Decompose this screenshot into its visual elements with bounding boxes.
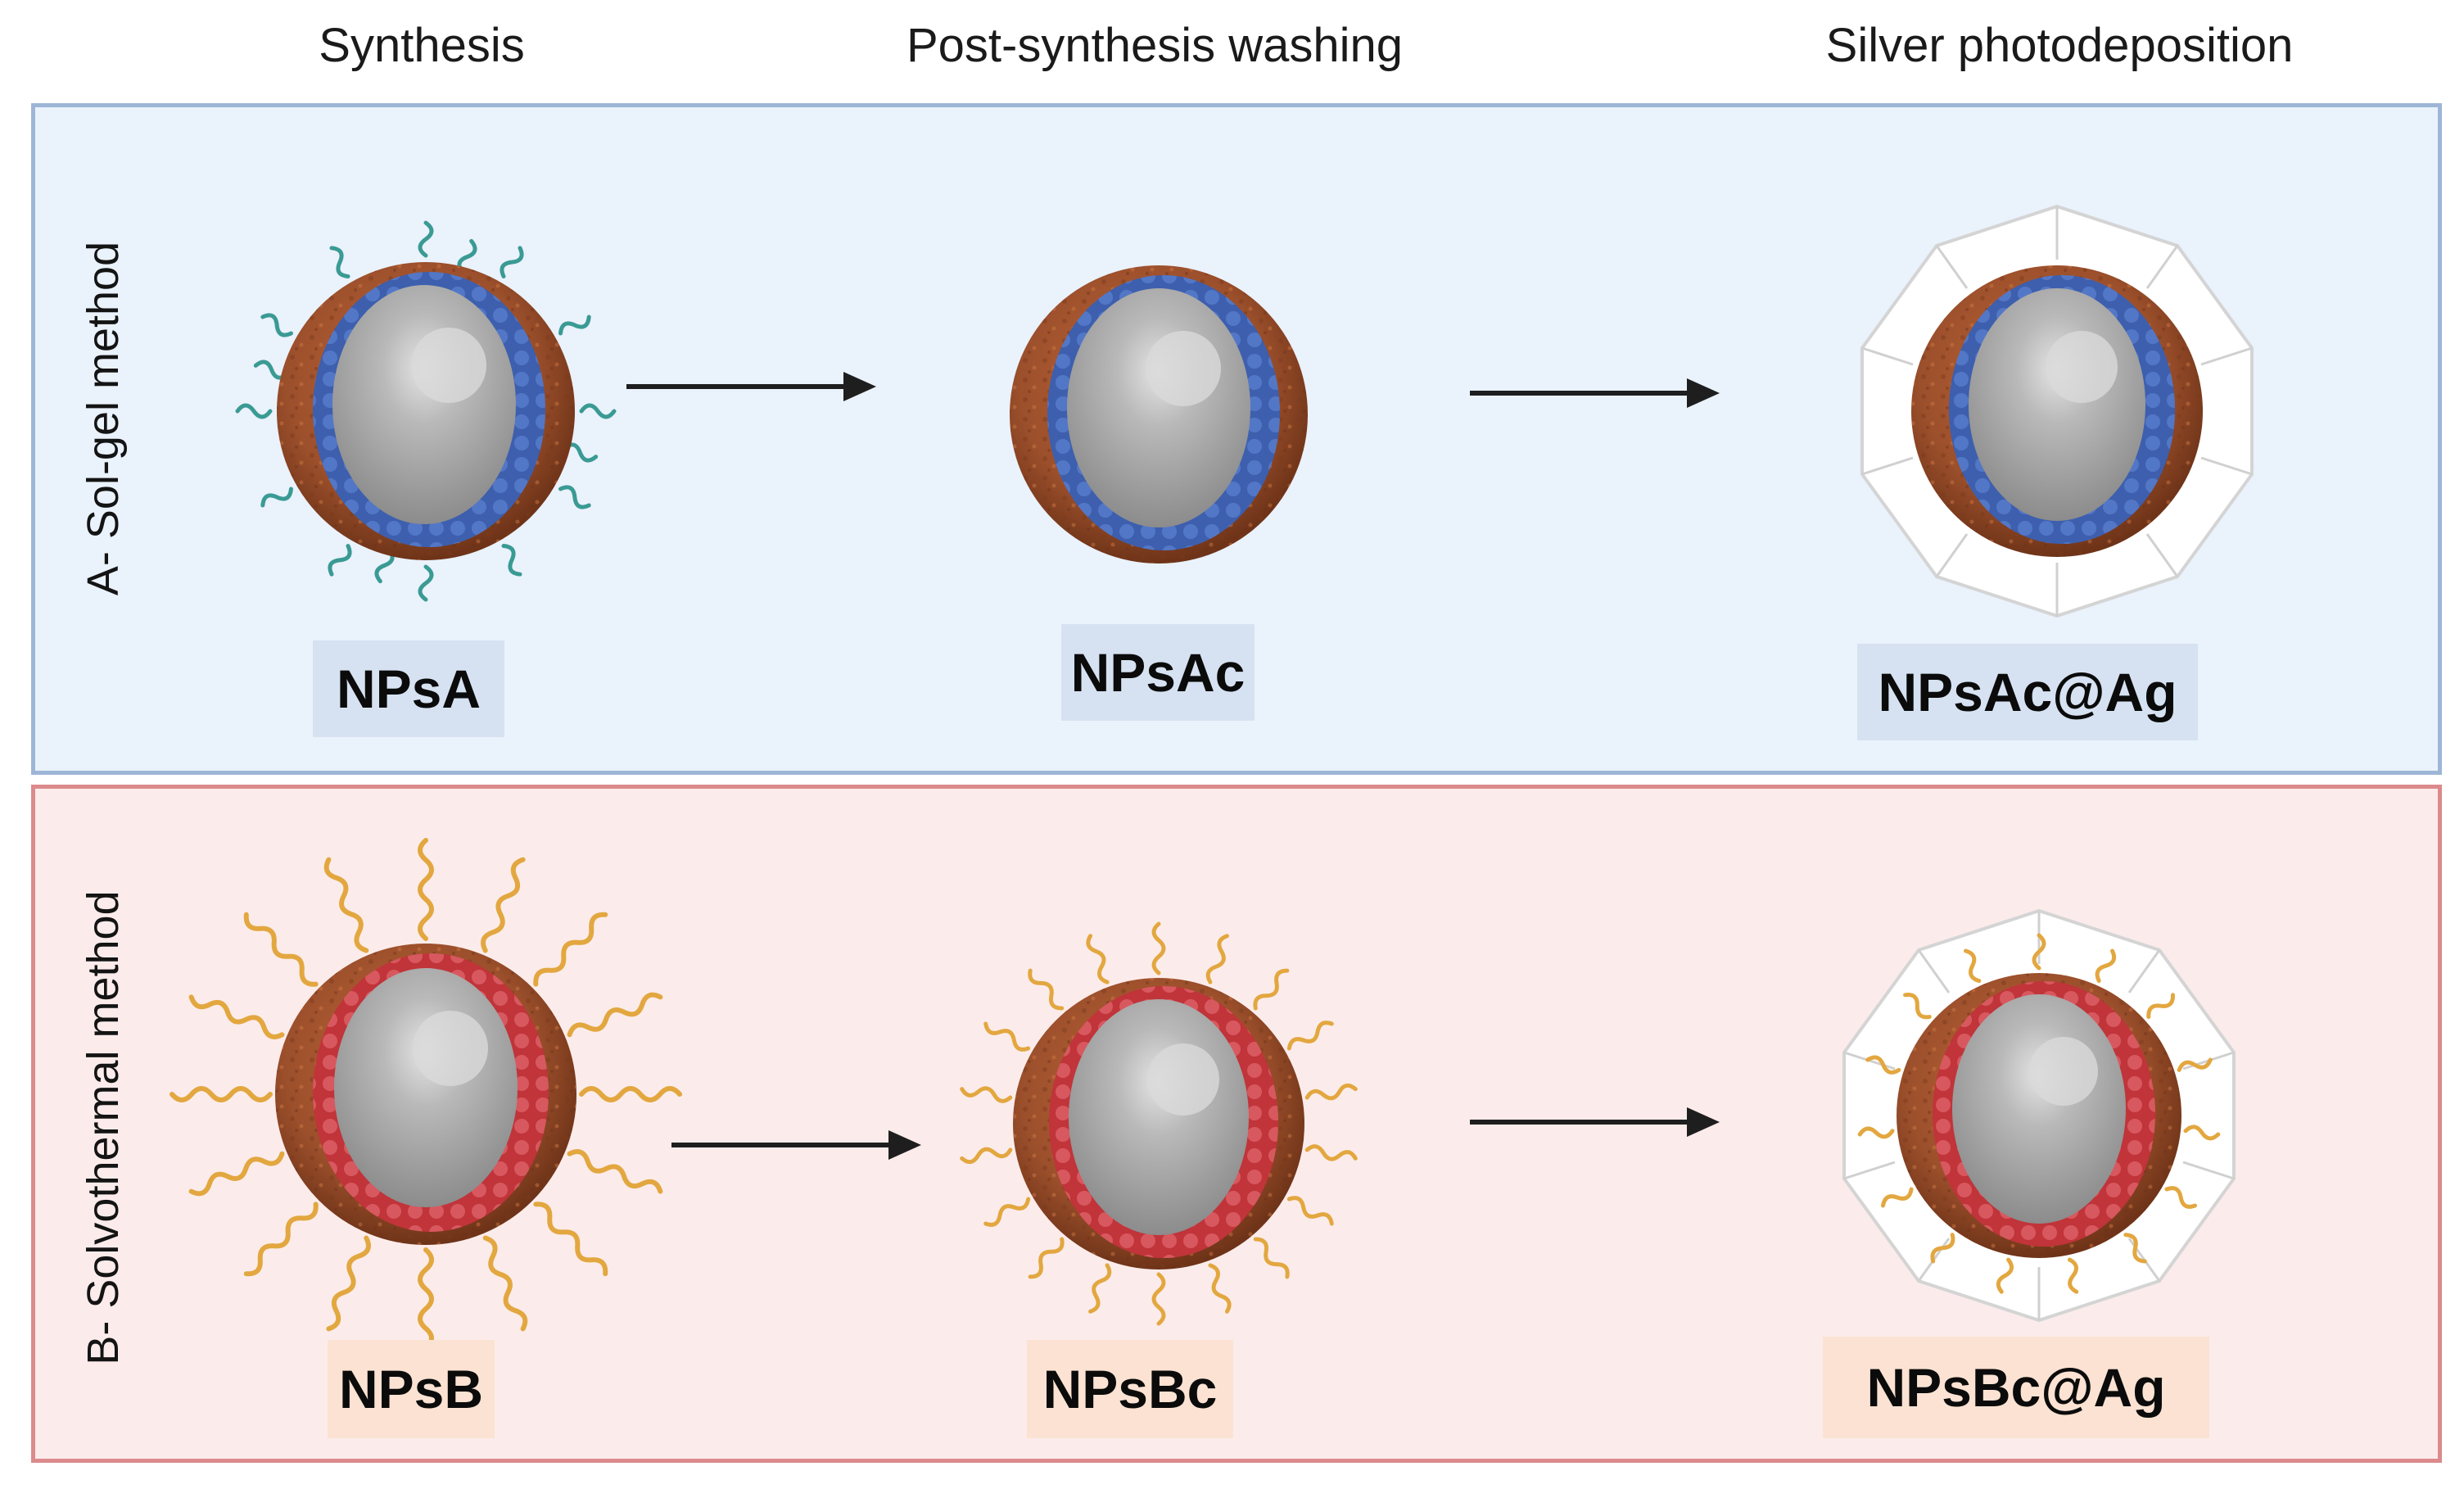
label-npsb: NPsB (328, 1340, 495, 1438)
short-orange-ligands (960, 921, 1358, 1326)
arrow-b2 (1470, 1107, 1720, 1137)
label-npsac: NPsAc (1061, 624, 1255, 721)
arrow-b1 (671, 1130, 921, 1160)
particle-npsa (237, 223, 614, 600)
particle-npsac (1010, 265, 1308, 563)
label-npsa: NPsA (313, 640, 504, 737)
label-npsac-ag: NPsAc@Ag (1857, 644, 2198, 740)
particle-npsb (170, 838, 682, 1351)
arrow-a2 (1470, 378, 1720, 408)
particle-npsbc (960, 921, 1358, 1326)
column-title-photodeposition: Silver photodeposition (1825, 19, 2294, 72)
orange-ligands (170, 838, 682, 1351)
column-title-synthesis: Synthesis (319, 19, 525, 72)
particle-npsac-ag (1860, 204, 2254, 618)
column-title-washing: Post-synthesis washing (906, 19, 1404, 72)
arrow-a1 (626, 372, 876, 401)
label-npsbc-ag: NPsBc@Ag (1823, 1337, 2209, 1438)
particle-npsbc-ag (1842, 908, 2236, 1323)
label-npsbc: NPsBc (1027, 1340, 1233, 1438)
